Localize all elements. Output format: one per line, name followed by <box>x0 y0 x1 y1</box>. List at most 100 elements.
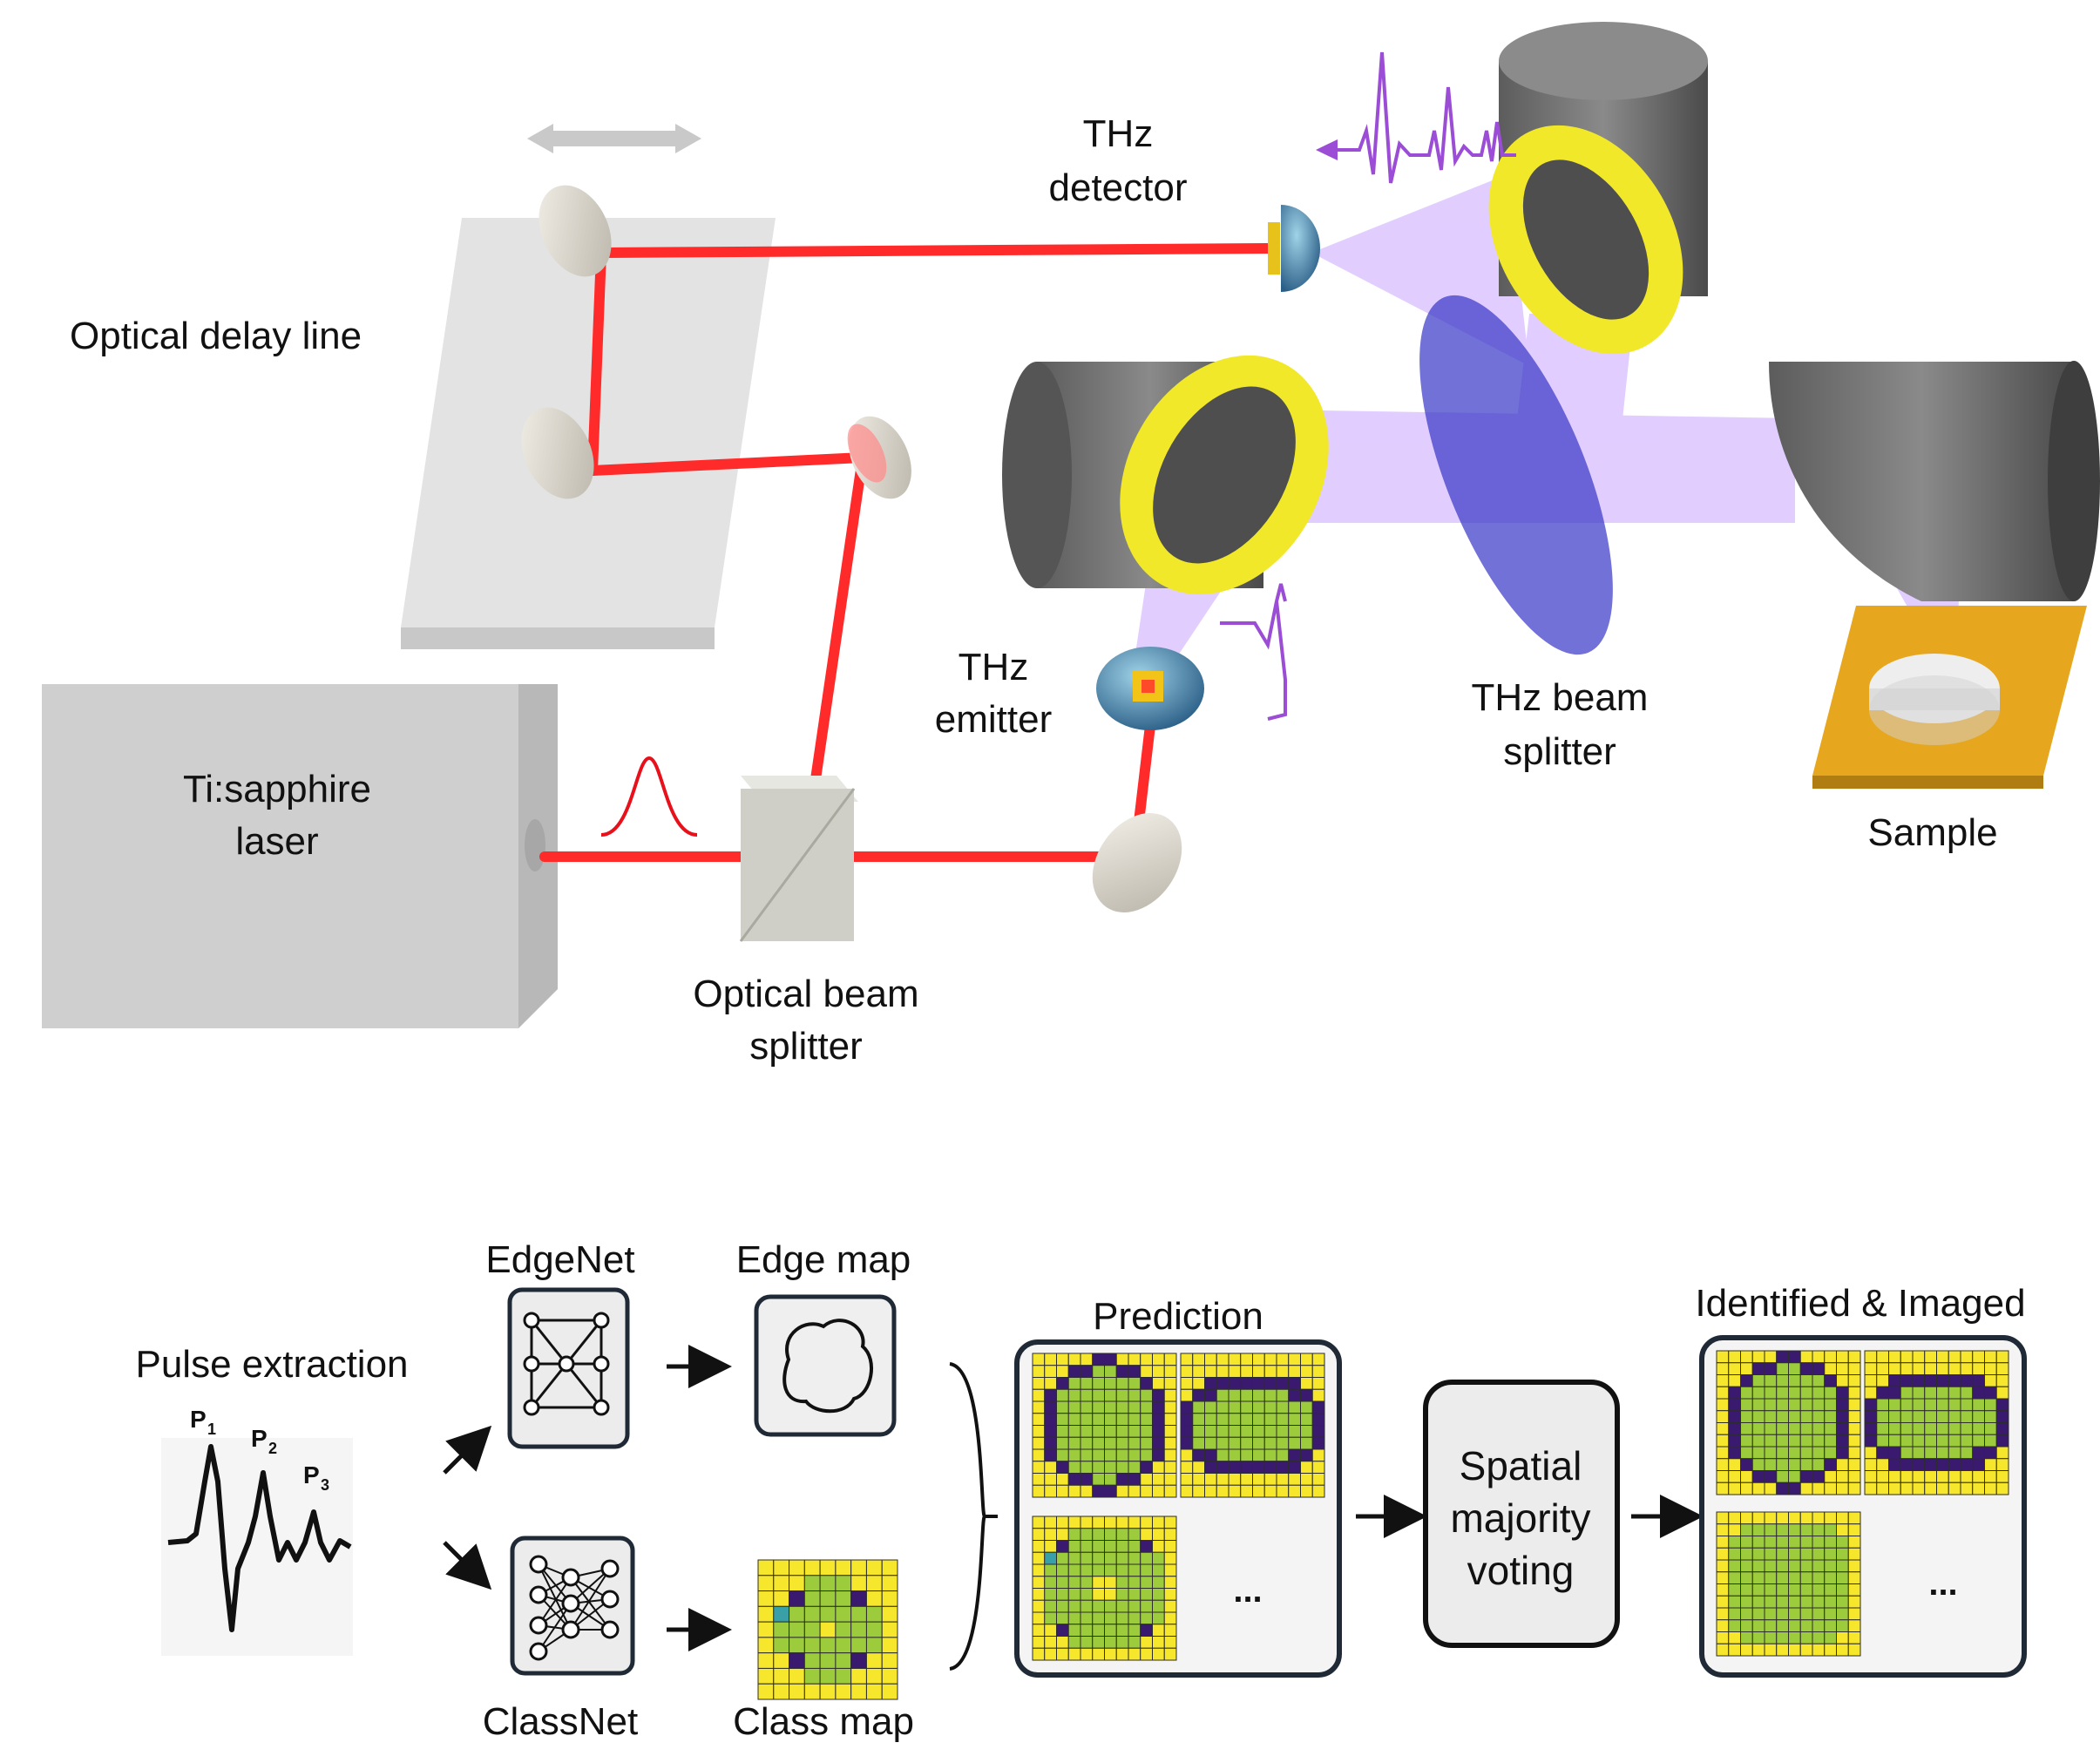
grid-cell <box>1311 1388 1325 1402</box>
grid-cell <box>1080 1528 1094 1541</box>
grid-cell <box>1252 1365 1265 1378</box>
grid-cell <box>1995 1458 2009 1471</box>
parabolic-mirror-left <box>1002 355 1329 595</box>
grid-cell <box>1764 1607 1778 1621</box>
grid-cell <box>1864 1458 1878 1471</box>
grid-cell <box>1984 1350 1997 1364</box>
grid-cell <box>1836 1362 1849 1375</box>
grid-cell <box>1836 1350 1849 1364</box>
grid-cell <box>1092 1413 1105 1426</box>
grid-cell <box>803 1575 821 1592</box>
grid-cell <box>1128 1624 1141 1637</box>
grid-cell <box>1032 1425 1046 1438</box>
grid-cell <box>1163 1563 1177 1577</box>
grid-cell <box>773 1667 790 1685</box>
grid-cell <box>1276 1425 1290 1438</box>
grid-cell <box>1751 1643 1765 1657</box>
parabolic-mirror-right <box>1769 361 2100 601</box>
grid-cell <box>1104 1473 1117 1486</box>
grid-cell <box>1152 1473 1165 1486</box>
grid-cell <box>1836 1571 1849 1584</box>
grid-cell <box>881 1575 898 1592</box>
grid-cell <box>1067 1636 1081 1649</box>
grid-cell <box>1728 1631 1741 1644</box>
grid-cell <box>1764 1458 1778 1471</box>
grid-cell <box>1864 1434 1878 1448</box>
grid-cell <box>1276 1461 1290 1474</box>
prediction-grid-1 <box>1032 1353 1177 1498</box>
grid-cell <box>819 1621 837 1638</box>
prediction-ellipsis: ... <box>1233 1571 1262 1610</box>
grid-cell <box>803 1605 821 1623</box>
grid-cell <box>1152 1353 1165 1366</box>
grid-cell <box>1728 1362 1741 1375</box>
grid-cell <box>1092 1563 1105 1577</box>
grid-cell <box>1995 1446 2009 1460</box>
grid-cell <box>865 1621 883 1638</box>
grid-cell <box>1788 1350 1801 1364</box>
grid-cell <box>1936 1482 1949 1495</box>
grid-cell <box>1163 1448 1177 1462</box>
grid-cell <box>1812 1422 1826 1435</box>
grid-cell <box>1728 1595 1741 1609</box>
grid-cell <box>1847 1523 1861 1536</box>
grid-cell <box>1812 1511 1826 1525</box>
grid-cell <box>1032 1528 1046 1541</box>
grid-cell <box>1751 1398 1765 1412</box>
grid-cell <box>1140 1588 1153 1601</box>
grid-cell <box>1067 1365 1081 1378</box>
grid-cell <box>1776 1458 1789 1471</box>
label-thz-emitter-line1: THz <box>959 646 1029 688</box>
grid-cell <box>1128 1400 1141 1414</box>
grid-cell <box>1864 1446 1878 1460</box>
grid-cell <box>1716 1434 1730 1448</box>
grid-cell <box>1263 1473 1277 1486</box>
grid-cell <box>1032 1413 1046 1426</box>
grid-cell <box>1716 1631 1730 1644</box>
grid-cell <box>1080 1400 1094 1414</box>
grid-cell <box>1812 1607 1826 1621</box>
grid-cell <box>1115 1365 1129 1378</box>
grid-cell <box>757 1637 775 1654</box>
label-pulse-extraction: Pulse extraction <box>135 1343 408 1386</box>
grid-cell <box>1751 1571 1765 1584</box>
grid-cell <box>1140 1576 1153 1589</box>
grid-cell <box>1995 1374 2009 1387</box>
steering-mirror <box>847 416 911 499</box>
grid-cell <box>1799 1607 1813 1621</box>
grid-cell <box>1067 1516 1081 1529</box>
grid-cell <box>1276 1436 1290 1450</box>
grid-cell <box>1847 1410 1861 1423</box>
grid-cell <box>1192 1377 1205 1390</box>
grid-cell <box>1912 1410 1926 1423</box>
grid-cell <box>1240 1461 1253 1474</box>
grid-cell <box>1311 1484 1325 1498</box>
grid-cell <box>1984 1446 1997 1460</box>
grid-cell <box>1104 1647 1117 1661</box>
grid-cell <box>1764 1571 1778 1584</box>
grid-cell <box>1776 1571 1789 1584</box>
grid-cell <box>1764 1643 1778 1657</box>
grid-cell <box>1799 1511 1813 1525</box>
grid-cell <box>1788 1607 1801 1621</box>
grid-cell <box>1836 1595 1849 1609</box>
grid-cell <box>1152 1436 1165 1450</box>
grid-cell <box>757 1575 775 1592</box>
grid-cell <box>1276 1400 1290 1414</box>
grid-cell <box>1900 1482 1914 1495</box>
grid-cell <box>1799 1643 1813 1657</box>
grid-cell <box>1740 1362 1753 1375</box>
grid-cell <box>1152 1576 1165 1589</box>
grid-cell <box>1972 1434 1985 1448</box>
grid-cell <box>1799 1547 1813 1561</box>
grid-cell <box>1900 1410 1914 1423</box>
grid-cell <box>1288 1484 1301 1498</box>
grid-cell <box>1067 1540 1081 1553</box>
grid-cell <box>1764 1398 1778 1412</box>
grid-cell <box>1163 1473 1177 1486</box>
grid-cell <box>1847 1595 1861 1609</box>
grid-cell <box>1080 1425 1094 1438</box>
grid-cell <box>1876 1374 1889 1387</box>
grid-cell <box>1216 1484 1230 1498</box>
grid-cell <box>1216 1448 1230 1462</box>
